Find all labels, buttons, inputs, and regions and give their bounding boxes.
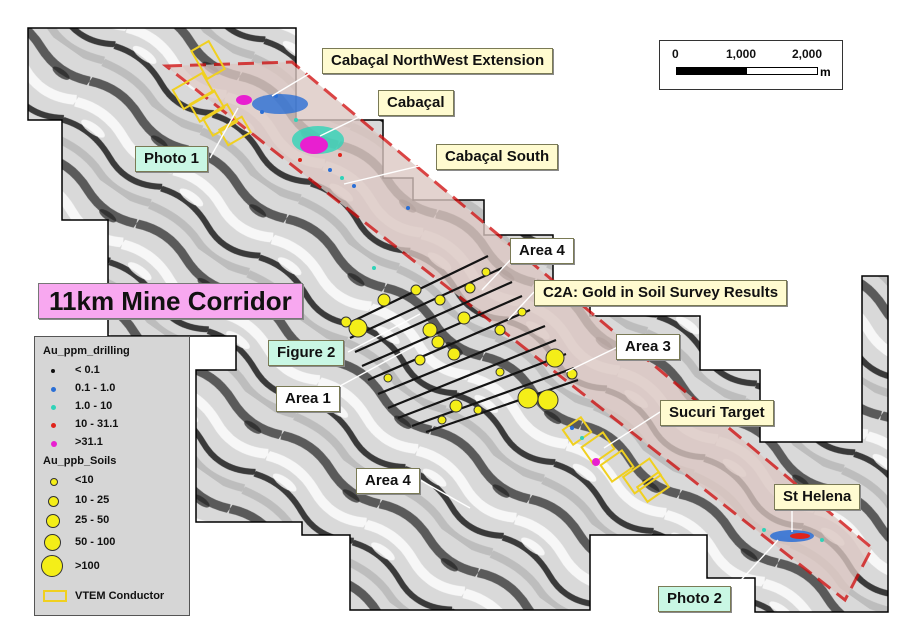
label-mine-corridor: 11km Mine Corridor xyxy=(38,283,303,319)
label-cabacal-south: Cabaçal South xyxy=(436,144,559,170)
drill-collars-st-helena xyxy=(762,528,824,542)
legend-swatch xyxy=(51,423,56,428)
legend-item: >100 xyxy=(35,555,185,577)
legend-item: 0.1 - 1.0 xyxy=(35,381,185,397)
soil-anomalies xyxy=(340,267,578,425)
legend-item: >31.1 xyxy=(35,435,185,451)
legend-item: 10 - 25 xyxy=(35,493,185,509)
label-area-3: Area 3 xyxy=(616,334,680,360)
scale-bar: 0 1,000 2,000 m xyxy=(659,40,843,90)
label-photo-2: Photo 2 xyxy=(658,586,731,612)
label-area-4-bottom: Area 4 xyxy=(356,468,420,494)
legend-item: < 0.1 xyxy=(35,363,185,379)
legend-swatch xyxy=(41,555,63,577)
legend-item: <10 xyxy=(35,473,185,489)
drill-collars-sucuri xyxy=(570,426,600,466)
legend-item: 10 - 31.1 xyxy=(35,417,185,433)
soil-sample-lines xyxy=(344,255,579,434)
legend-swatch xyxy=(51,369,55,373)
legend-item: 50 - 100 xyxy=(35,534,185,551)
legend-soils-title: Au_ppb_Soils xyxy=(43,455,117,467)
leader-lines xyxy=(209,65,793,593)
legend-swatch xyxy=(51,387,56,392)
label-photo-1: Photo 1 xyxy=(135,146,208,172)
scale-tick-0: 0 xyxy=(672,47,679,61)
legend-swatch xyxy=(50,478,58,486)
drill-collars-cabacal xyxy=(236,94,410,270)
legend-drilling-title: Au_ppm_drilling xyxy=(43,345,130,357)
scale-unit: m xyxy=(820,65,831,79)
scale-bar-graphic xyxy=(676,67,818,75)
label-c2a-soil-survey: C2A: Gold in Soil Survey Results xyxy=(534,280,788,306)
legend: Au_ppm_drilling < 0.1 0.1 - 1.0 1.0 - 10… xyxy=(34,336,190,616)
legend-swatch xyxy=(51,405,56,410)
label-st-helena: St Helena xyxy=(774,484,861,510)
legend-item: VTEM Conductor xyxy=(35,589,185,605)
legend-item: 1.0 - 10 xyxy=(35,399,185,415)
scale-tick-2000: 2,000 xyxy=(792,47,823,61)
scale-tick-1000: 1,000 xyxy=(726,47,757,61)
legend-item: 25 - 50 xyxy=(35,513,185,529)
vtem-conductors xyxy=(171,39,671,504)
mine-corridor xyxy=(161,60,874,603)
label-cabacal-nw-extension: Cabaçal NorthWest Extension xyxy=(322,48,554,74)
legend-swatch xyxy=(44,534,61,551)
legend-swatch xyxy=(48,496,59,507)
label-cabacal: Cabaçal xyxy=(378,90,454,116)
label-area-1: Area 1 xyxy=(276,386,340,412)
legend-swatch xyxy=(51,441,57,447)
label-area-4-top: Area 4 xyxy=(510,238,574,264)
label-figure-2: Figure 2 xyxy=(268,340,345,366)
legend-swatch xyxy=(46,514,60,528)
legend-swatch-vtem xyxy=(43,590,67,602)
label-sucuri-target: Sucuri Target xyxy=(660,400,774,426)
